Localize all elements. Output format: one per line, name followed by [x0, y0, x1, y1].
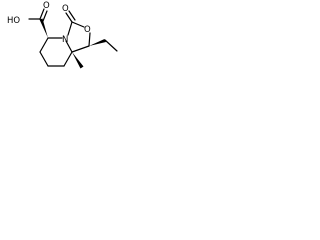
wedge-bond-c5-to-acid-c: [39, 18, 48, 38]
bond-c3-to-carbonyl-o-double: [68, 10, 76, 21]
bond-n-to-c3: [67, 21, 73, 36]
bond-c8-to-c8a: [63, 51, 73, 67]
bond-ethyl-c-to-c: [104, 39, 118, 52]
bond-c5-to-c6: [39, 37, 49, 53]
bonds: [28, 8, 118, 69]
atom-label-hydroxyl: HO: [7, 16, 20, 26]
bond-c3-to-ring-o: [71, 21, 85, 28]
atom-label-ring-oxygen: O: [84, 25, 91, 35]
wedge-bond-c8a-to-h: [72, 52, 84, 69]
bond-c1-to-c8a: [71, 45, 90, 53]
atom-labels: HO O O N O: [7, 1, 91, 45]
atom-label-ring-nitrogen: N: [62, 35, 68, 45]
atom-label-lactone-carbonyl-oxygen: O: [62, 4, 69, 14]
atom-label-acid-carbonyl-oxygen: O: [43, 1, 50, 11]
bond-c8a-to-n: [65, 40, 73, 53]
chemical-structure-drawing: HO O O N O: [7, 1, 118, 69]
bond-acid-c-to-carbonyl-o-double: [42, 10, 48, 22]
bond-ring-o-to-c1: [88, 32, 91, 47]
bond-acid-c-to-carbonyl-o: [39, 8, 45, 20]
bond-c6-to-c7: [39, 51, 49, 67]
wedge-bond-c1-to-ethyl: [89, 39, 106, 46]
bond-c3-to-carbonyl-o: [65, 12, 73, 23]
